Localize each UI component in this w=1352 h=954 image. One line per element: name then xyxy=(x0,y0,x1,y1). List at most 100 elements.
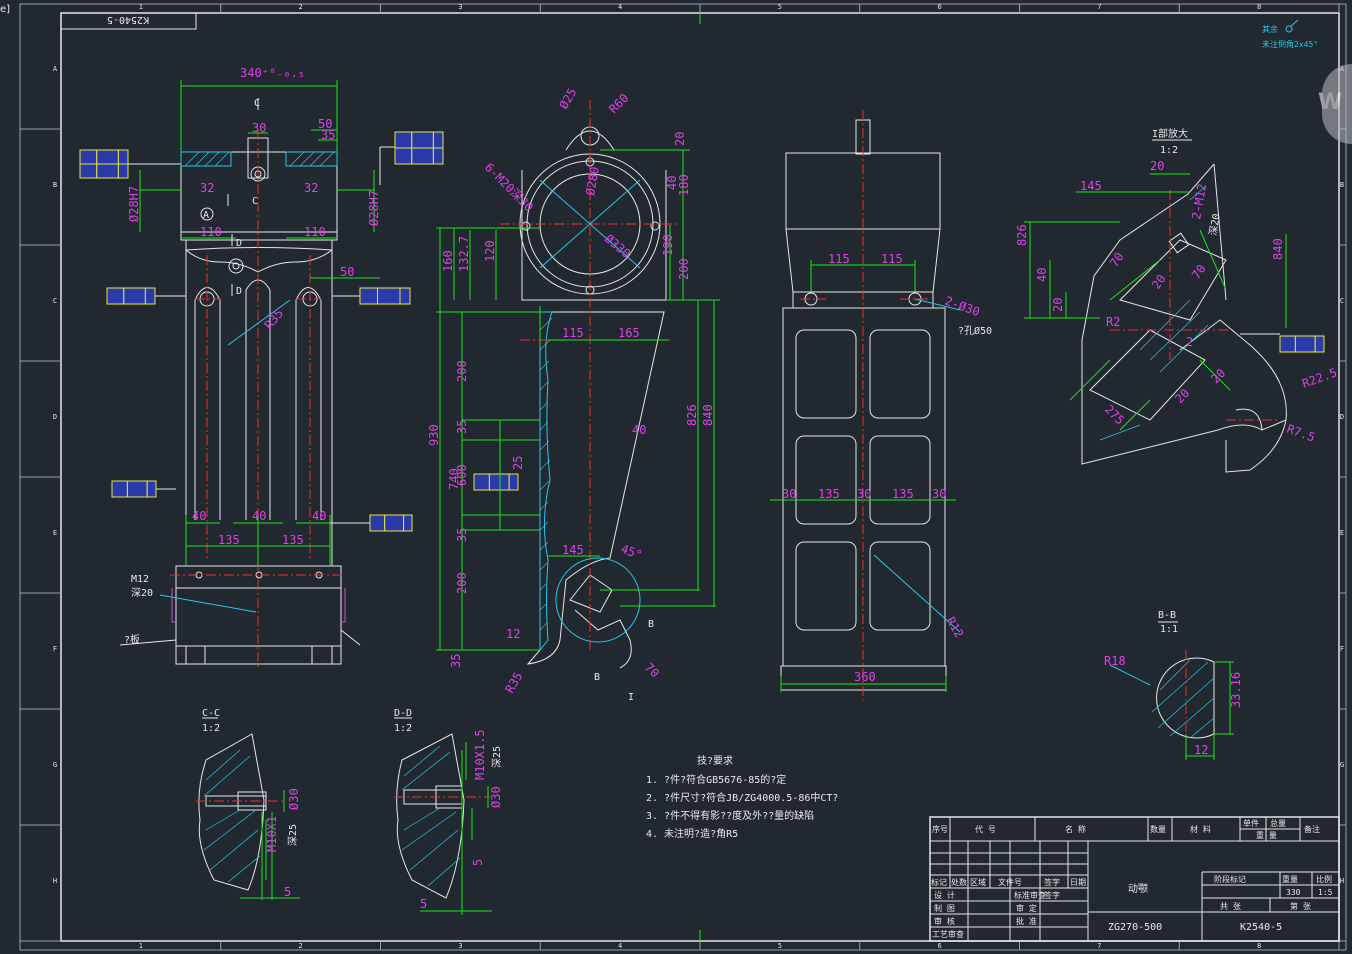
tb-role-3: 工艺审查 xyxy=(932,929,964,939)
section-dd-5: 5 xyxy=(420,897,427,911)
zone-letter-D: D xyxy=(53,413,57,421)
dim-r12: R12 xyxy=(943,615,966,641)
zone-number-7: 7 xyxy=(1097,942,1101,950)
dim-bottom-40-c: 40 xyxy=(312,509,326,523)
tech-req-item-4: 4. 未注明?造?角R5 xyxy=(646,827,738,840)
dim-40: 40 xyxy=(665,176,679,190)
detail-i-view xyxy=(1024,139,1287,473)
dim-30-b: 30 xyxy=(857,487,871,501)
dim-600: 600 xyxy=(455,464,469,486)
tb-stage-0: 阶段标记 xyxy=(1214,874,1246,884)
zone-letter-G: G xyxy=(1340,761,1344,769)
tb-rev-1: 处数 xyxy=(951,877,967,887)
section-bb-r18: R18 xyxy=(1104,654,1126,668)
cut-c-mid: C xyxy=(252,196,258,207)
dim-r35: R35 xyxy=(502,670,525,696)
tolerance-frame xyxy=(394,131,444,165)
rear-view xyxy=(770,110,961,700)
tolerance-frame xyxy=(111,480,157,498)
tb-std-1: 审 定 xyxy=(1016,903,1037,913)
datum-a: A xyxy=(203,210,209,221)
zone-number-3: 3 xyxy=(458,3,462,11)
tb-weight: 330 xyxy=(1286,888,1301,897)
detail-dim-r225: R22.5 xyxy=(1300,365,1339,391)
dim-120: 120 xyxy=(483,240,497,262)
section-bb-title: B-B xyxy=(1158,610,1176,621)
tb-rev-3: 文件号 xyxy=(998,877,1022,887)
dim-35-b: 35 xyxy=(455,528,469,542)
dim-135-a: 135 xyxy=(818,487,840,501)
dim-offset-50: 50 xyxy=(340,265,354,279)
dim-right-35: 35 xyxy=(321,128,335,142)
stamp-text: K2540-5 xyxy=(107,14,149,25)
section-bb-annotations: B-B 1:1 R18 33.16 12 xyxy=(1104,610,1243,757)
tb-sheet-total: 共 张 xyxy=(1220,902,1241,911)
plate-label: ?板 xyxy=(124,633,140,646)
dim-d25: Ø25 xyxy=(556,86,579,112)
dim-20: 20 xyxy=(673,132,687,146)
dim-bottom-40-b: 40 xyxy=(252,509,266,523)
tb-std-0: 标准审查 xyxy=(1014,890,1046,900)
detail-dim-20-b: 20 xyxy=(1149,272,1169,292)
zone-number-6: 6 xyxy=(938,3,942,11)
tb-header-7: 备注 xyxy=(1304,824,1320,834)
tb-rev-2: 区域 xyxy=(970,877,986,887)
technical-requirements: 技?要求 1. ?件?符合GB5676-85的?定 2. ?件尺寸?符合JB/Z… xyxy=(646,754,838,840)
dim-bottom-135-b: 135 xyxy=(282,533,304,547)
dim-115-left: 115 xyxy=(828,252,850,266)
tb-header-5: 单件 xyxy=(1243,818,1259,828)
section-dd-view xyxy=(394,717,492,915)
section-dd-title: D-D xyxy=(394,708,412,719)
dim-30-c: 30 xyxy=(932,487,946,501)
dim-40-mid: 40 xyxy=(632,423,646,437)
dim-70: 70 xyxy=(642,660,662,680)
detail-dim-275: 275 xyxy=(1102,402,1127,427)
tolerance-tags xyxy=(79,131,1325,532)
tb-role-1: 制 图 xyxy=(934,903,955,913)
detail-dim-840: 840 xyxy=(1271,238,1285,260)
zone-number-3: 3 xyxy=(458,942,462,950)
tb-part-name: 动颚 xyxy=(1128,883,1148,895)
zone-letter-B: B xyxy=(1340,181,1344,189)
detail-dim-20-top: 20 xyxy=(1150,159,1164,173)
tb-sign-col: 签字 xyxy=(1044,890,1060,900)
section-cc-5: 5 xyxy=(284,885,291,899)
dim-840: 840 xyxy=(701,404,715,426)
tb-rev-5: 日期 xyxy=(1070,878,1086,887)
zone-letter-C: C xyxy=(53,297,57,305)
dim-counterbore: ?孔Ø50 xyxy=(958,325,992,337)
detail-dim-826: 826 xyxy=(1015,224,1029,246)
dim-132: 132.7 xyxy=(457,236,471,272)
tb-header-4: 材 料 xyxy=(1190,824,1211,834)
zone-number-6: 6 xyxy=(938,942,942,950)
dim-35-c: 35 xyxy=(449,654,463,668)
tb-stage-2: 比例 xyxy=(1316,874,1332,884)
tb-header-3: 数量 xyxy=(1150,824,1166,834)
zone-number-5: 5 xyxy=(778,3,782,11)
section-cc-annotations: C-C 1:2 M10X1 深25 Ø30 5 xyxy=(202,708,301,899)
tb-header-2: 名 称 xyxy=(1065,824,1086,834)
detail-dim-hole: 2-M12 xyxy=(1189,183,1209,221)
dim-25-mid: 25 xyxy=(511,456,525,470)
detail-i-title: I部放大 xyxy=(1152,127,1188,140)
zone-letter-H: H xyxy=(53,877,57,885)
zone-letter-D: D xyxy=(1340,413,1344,421)
zone-letter-E: E xyxy=(1340,529,1344,537)
drawing-number-stamp: K2540-5 xyxy=(60,12,197,30)
dim-165: 165 xyxy=(618,326,640,340)
tb-header-6: 总量 xyxy=(1270,818,1286,828)
dim-200-top: 200 xyxy=(677,258,691,280)
detail-dim-r75: R7.5 xyxy=(1285,422,1317,445)
dim-160: 160 xyxy=(441,250,455,272)
watermark-badge: W xyxy=(1318,64,1352,144)
dim-dia-right: Ø28H7 xyxy=(367,190,381,226)
tb-rev-4: 签字 xyxy=(1044,877,1060,887)
dim-dia-left: Ø28H7 xyxy=(127,186,141,222)
tech-req-item-3: 3. ?件不得有影??度及外??量的缺陷 xyxy=(646,809,814,822)
dim-200-b: 200 xyxy=(455,572,469,594)
tolerance-frame xyxy=(473,473,519,491)
section-dd-small: 5 xyxy=(471,859,485,866)
dim-145: 145 xyxy=(562,543,584,557)
section-cc-depth: 深25 xyxy=(287,824,299,846)
zone-number-2: 2 xyxy=(299,3,303,11)
